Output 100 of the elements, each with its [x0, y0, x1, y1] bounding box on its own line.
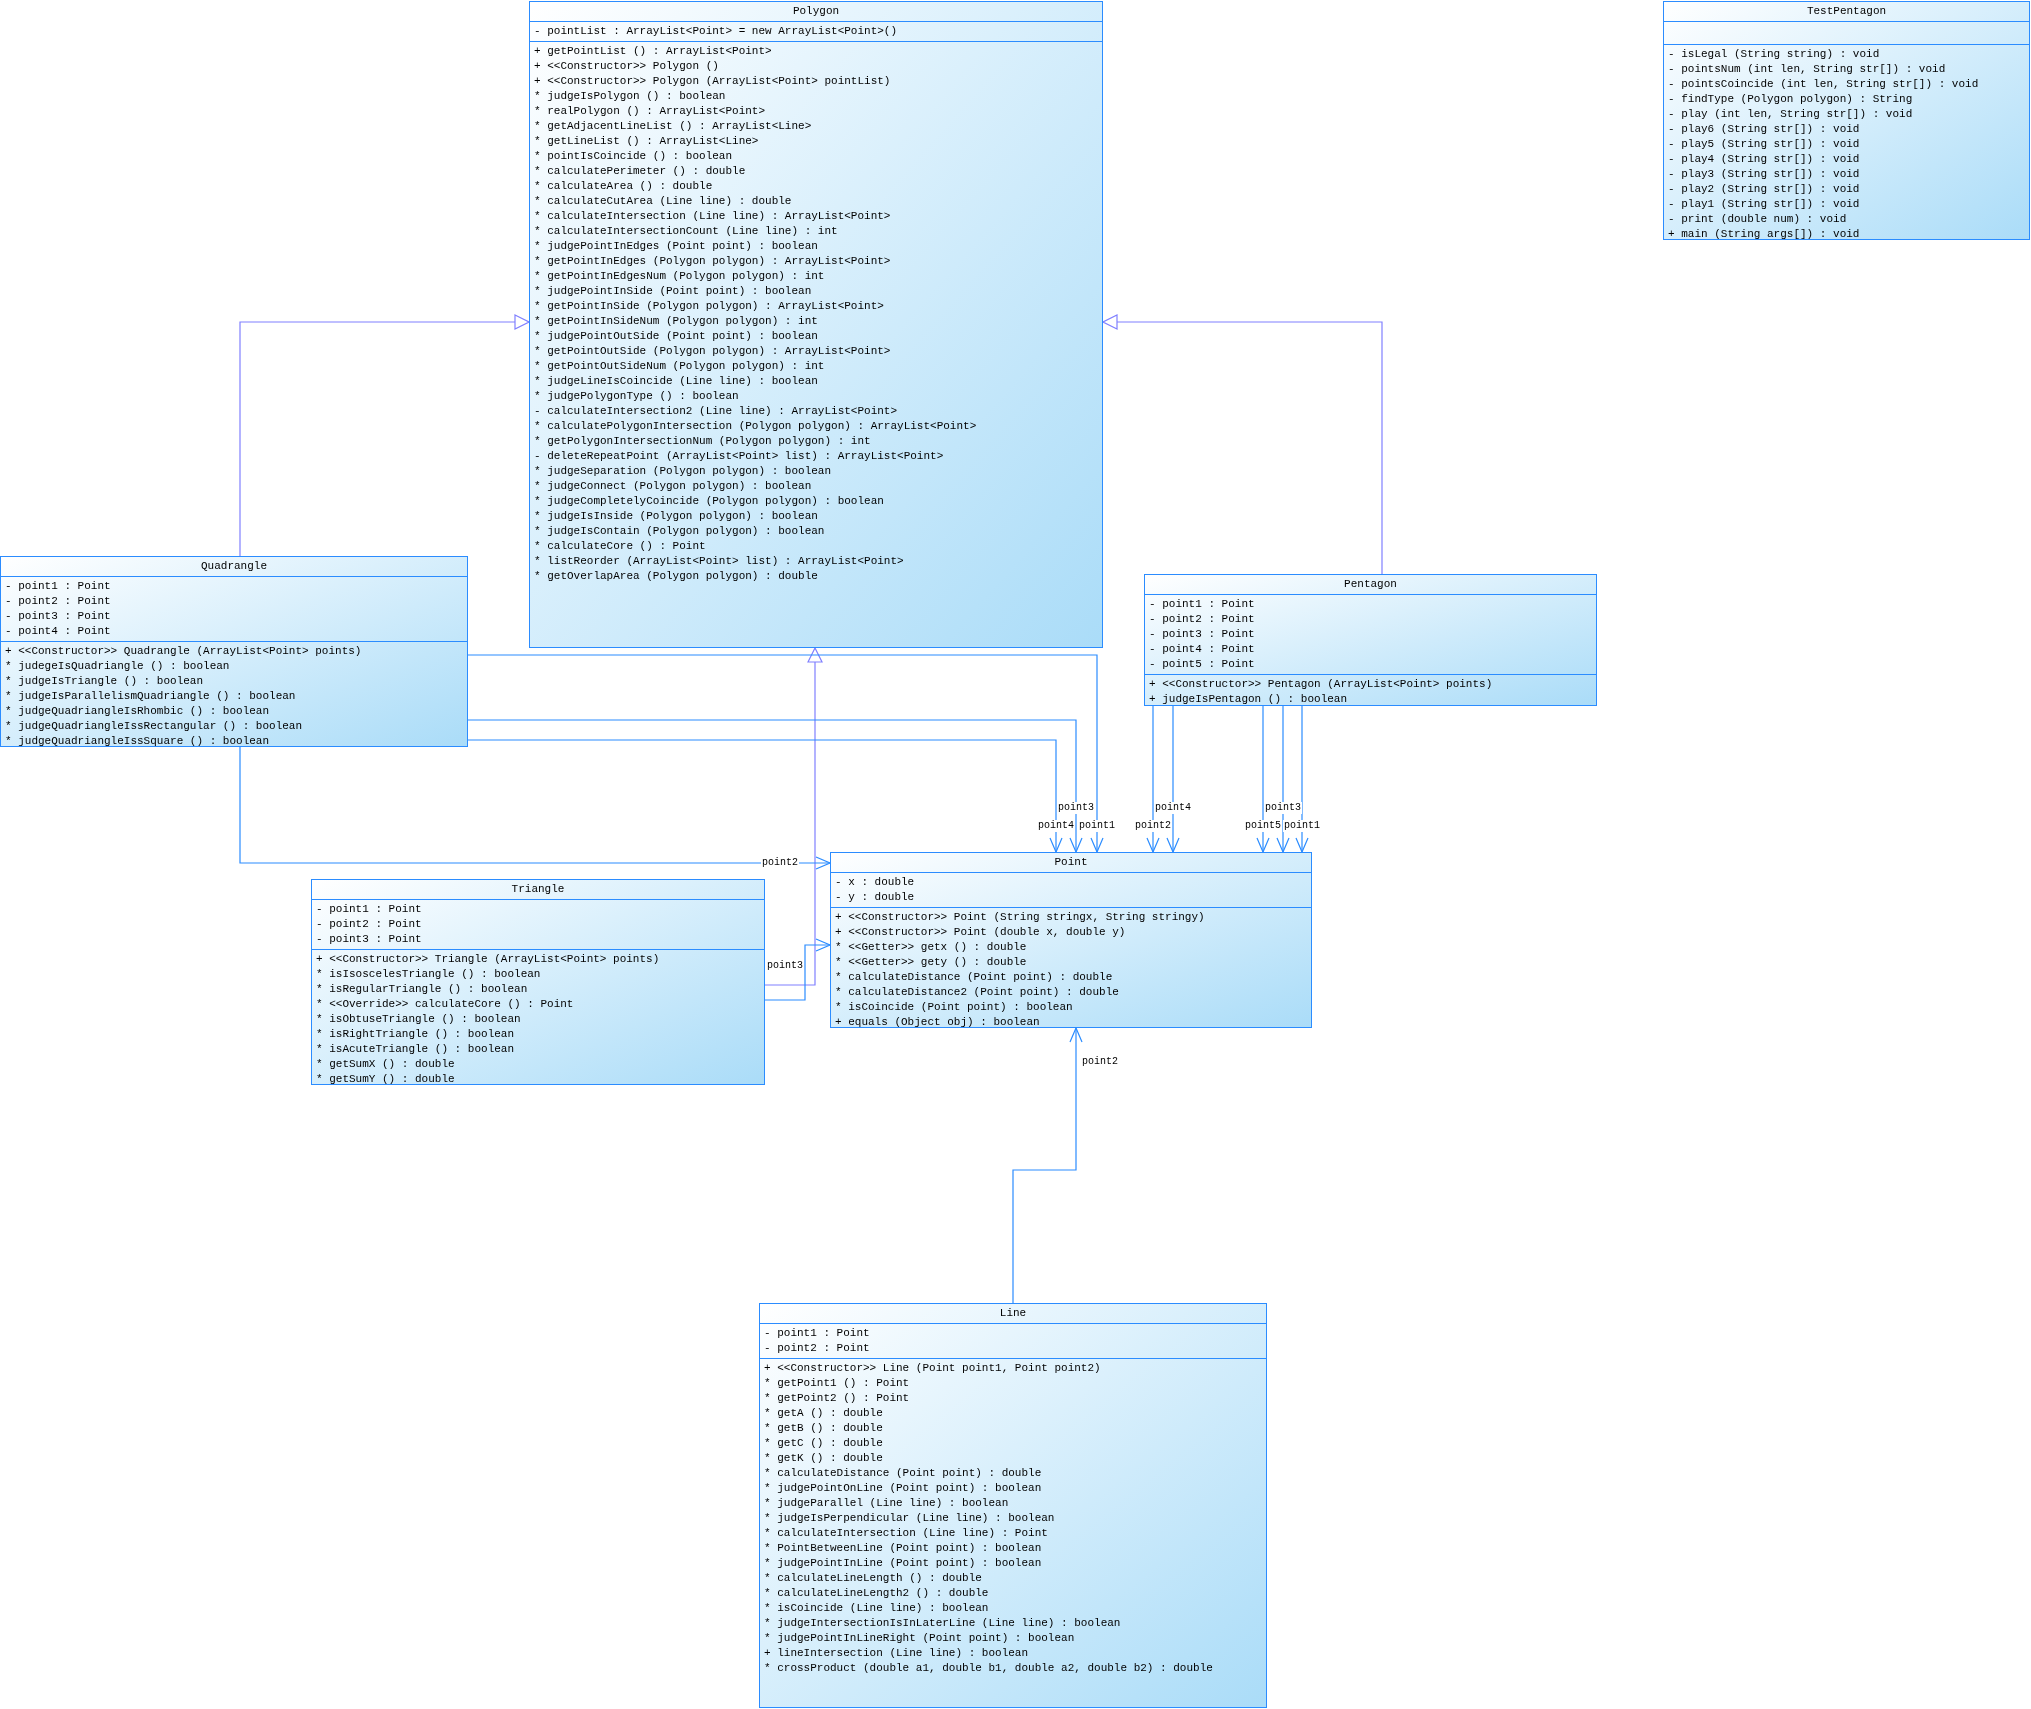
class-name: Polygon: [530, 2, 1102, 22]
method-text: + judgeIsPentagon () : boolean: [1149, 692, 1349, 707]
attribute-text: - x : double: [835, 875, 916, 890]
method-text: - calculateIntersection2 (Line line) : ArrayList<Point>: [534, 404, 899, 419]
method-text: * isRightTriangle () : boolean: [316, 1027, 516, 1042]
attribute-text: - point2 : Point: [1149, 612, 1256, 627]
method-text: + <<Constructor>> Pentagon (ArrayList<Point> points): [1149, 677, 1494, 692]
attribute-text: - point1 : Point: [316, 902, 423, 917]
method-text: * getPointInEdgesNum (Polygon polygon) : int: [534, 269, 826, 284]
method-text: * getA () : double: [764, 1406, 884, 1421]
method-text: * calculateLineLength () : double: [764, 1571, 983, 1586]
method-text: * judgeIsPolygon () : boolean: [534, 89, 727, 104]
generalization-arrow: [239, 314, 530, 557]
method-text: * <<Override>> calculateCore () : Point: [316, 997, 575, 1012]
method-text: + getPointList () : ArrayList<Point>: [534, 44, 773, 59]
method-text: * calculateArea () : double: [534, 179, 714, 194]
method-text: * PointBetweenLine (Point point) : boolean: [764, 1541, 1043, 1556]
method-text: - play1 (String str[]) : void: [1668, 197, 1861, 212]
method-text: * calculateIntersection (Line line) : ArrayList<Point>: [534, 209, 892, 224]
method-text: * judgeIsParallelismQuadriangle () : boolean: [5, 689, 297, 704]
method-text: - play (int len, String str[]) : void: [1668, 107, 1914, 122]
method-text: * getPointInSide (Polygon polygon) : ArrayList<Point>: [534, 299, 885, 314]
association-arrow: [764, 938, 831, 1001]
method-text: * getSumY () : double: [316, 1072, 456, 1087]
method-text: * getOverlapArea (Polygon polygon) : double: [534, 569, 819, 584]
method-text: * calculateCore () : Point: [534, 539, 707, 554]
method-text: * pointIsCoincide () : boolean: [534, 149, 734, 164]
attribute-text: - point5 : Point: [1149, 657, 1256, 672]
method-text: * isIsoscelesTriangle () : boolean: [316, 967, 542, 982]
method-text: * calculatePolygonIntersection (Polygon polygon) : ArrayList<Point>: [534, 419, 978, 434]
class-name: TestPentagon: [1664, 2, 2029, 22]
edge-label: point1: [1078, 820, 1116, 832]
method-text: - play5 (String str[]) : void: [1668, 137, 1861, 152]
method-text: * judgeIntersectionIsInLaterLine (Line line) : boolean: [764, 1616, 1122, 1631]
method-text: * getPointOutSideNum (Polygon polygon) : int: [534, 359, 826, 374]
method-text: * judgeIsContain (Polygon polygon) : boolean: [534, 524, 826, 539]
method-text: * getAdjacentLineList () : ArrayList<Line>: [534, 119, 813, 134]
method-text: + <<Constructor>> Point (double x, double y): [835, 925, 1127, 940]
method-text: * calculateCutArea (Line line) : double: [534, 194, 793, 209]
method-text: * judgePointInLineRight (Point point) : boolean: [764, 1631, 1076, 1646]
edge-label: point2: [1134, 820, 1172, 832]
attribute-text: - point3 : Point: [316, 932, 423, 947]
method-text: - play6 (String str[]) : void: [1668, 122, 1861, 137]
method-text: * getPointInEdges (Polygon polygon) : ArrayList<Point>: [534, 254, 892, 269]
attribute-text: - point3 : Point: [1149, 627, 1256, 642]
attribute-text: - point3 : Point: [5, 609, 112, 624]
class-name: Line: [760, 1304, 1266, 1324]
method-text: * getSumX () : double: [316, 1057, 456, 1072]
method-text: - pointsNum (int len, String str[]) : void: [1668, 62, 1947, 77]
attribute-text: - point1 : Point: [764, 1326, 871, 1341]
method-text: * getK () : double: [764, 1451, 884, 1466]
method-text: * judgeCompletelyCoincide (Polygon polygon) : boolean: [534, 494, 885, 509]
method-text: + lineIntersection (Line line) : boolean: [764, 1646, 1030, 1661]
edge-label: point2: [1081, 1056, 1119, 1068]
edge-label: point3: [766, 960, 804, 972]
method-text: - findType (Polygon polygon) : String: [1668, 92, 1914, 107]
method-text: * calculateIntersectionCount (Line line) : int: [534, 224, 839, 239]
method-text: * judgeLineIsCoincide (Line line) : boolean: [534, 374, 819, 389]
method-text: * getPointOutSide (Polygon polygon) : ArrayList<Point>: [534, 344, 892, 359]
method-text: * judgePointOutSide (Point point) : boolean: [534, 329, 819, 344]
method-text: * judgeIsPerpendicular (Line line) : boolean: [764, 1511, 1056, 1526]
method-text: + main (String args[]) : void: [1668, 227, 1861, 242]
method-text: * calculateDistance (Point point) : double: [835, 970, 1114, 985]
method-text: * calculateLineLength2 () : double: [764, 1586, 990, 1601]
method-text: * calculateDistance2 (Point point) : double: [835, 985, 1120, 1000]
edge-label: point4: [1037, 820, 1075, 832]
method-text: + <<Constructor>> Line (Point point1, Point point2): [764, 1361, 1102, 1376]
attribute-text: - point4 : Point: [5, 624, 112, 639]
method-text: * isObtuseTriangle () : boolean: [316, 1012, 522, 1027]
association-arrow: [1012, 1027, 1083, 1304]
method-text: - print (double num) : void: [1668, 212, 1848, 227]
method-text: * listReorder (ArrayList<Point> list) : ArrayList<Point>: [534, 554, 905, 569]
method-text: * judgePointInSide (Point point) : boolean: [534, 284, 813, 299]
method-text: * <<Getter>> gety () : double: [835, 955, 1028, 970]
method-text: + <<Constructor>> Triangle (ArrayList<Point> points): [316, 952, 661, 967]
method-text: + <<Constructor>> Quadrangle (ArrayList<Point> points): [5, 644, 363, 659]
method-text: * getPoint1 () : Point: [764, 1376, 911, 1391]
class-box: [1663, 1, 2030, 240]
attribute-text: - point1 : Point: [1149, 597, 1256, 612]
method-text: * crossProduct (double a1, double b1, double a2, double b2) : double: [764, 1661, 1214, 1676]
method-text: * isRegularTriangle () : boolean: [316, 982, 529, 997]
association-arrow: [1256, 705, 1270, 853]
attribute-text: - point2 : Point: [764, 1341, 871, 1356]
association-arrow: [1146, 705, 1160, 853]
attribute-text: - point2 : Point: [316, 917, 423, 932]
attribute-text: - point2 : Point: [5, 594, 112, 609]
method-text: * judgeIsTriangle () : boolean: [5, 674, 205, 689]
method-text: * isAcuteTriangle () : boolean: [316, 1042, 516, 1057]
edge-label: point5: [1244, 820, 1282, 832]
edge-label: point3: [1264, 802, 1302, 814]
association-arrow: [467, 719, 1083, 853]
method-text: - play4 (String str[]) : void: [1668, 152, 1861, 167]
attribute-text: - pointList : ArrayList<Point> = new ArrayList<Point>(): [534, 24, 899, 39]
method-text: * judgePointInLine (Point point) : boolean: [764, 1556, 1043, 1571]
method-text: * judgeQuadriangleIssSquare () : boolean: [5, 734, 271, 749]
class-box: [1144, 574, 1597, 706]
method-text: * judgeConnect (Polygon polygon) : boolean: [534, 479, 813, 494]
method-text: * judgePointOnLine (Point point) : boolean: [764, 1481, 1043, 1496]
method-text: * judgeSeparation (Polygon polygon) : boolean: [534, 464, 833, 479]
method-text: * calculateIntersection (Line line) : Point: [764, 1526, 1049, 1541]
